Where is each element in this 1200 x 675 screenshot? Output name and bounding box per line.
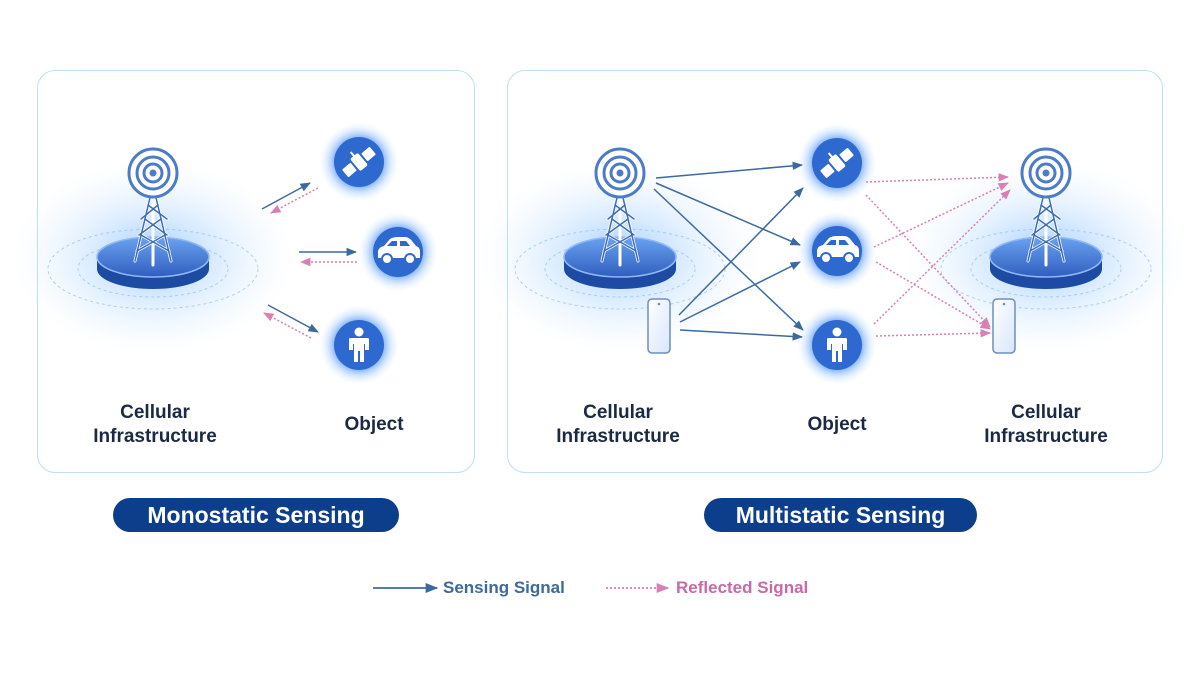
- reflected-arrow: [875, 329, 992, 338]
- sensing-arrow: [267, 304, 319, 333]
- multistatic-object-label: Object: [807, 414, 867, 435]
- multistatic-sensing-title: Multistatic Sensing: [704, 498, 977, 532]
- cell-tower-icon: [11, 147, 295, 354]
- monostatic-infrastructure-label: Cellular Infrastructure: [55, 401, 255, 449]
- sensing-arrow: [261, 182, 311, 210]
- label-line: Cellular: [1011, 402, 1081, 423]
- sensing-arrow: [653, 188, 804, 331]
- person-icon: [319, 305, 399, 385]
- sensing-arrow: [655, 182, 801, 246]
- person-icon: [797, 305, 877, 385]
- multistatic-reflected-arrows: [865, 173, 1011, 338]
- satellite-icon: [797, 123, 877, 203]
- monostatic-sensing-title: Monostatic Sensing: [113, 498, 399, 532]
- reflected-arrow: [270, 187, 319, 214]
- legend-sensing-label: Sensing Signal: [443, 578, 565, 597]
- satellite-icon: [319, 122, 399, 202]
- sensing-arrow: [679, 329, 804, 341]
- car-icon: [358, 212, 438, 292]
- car-icon: [797, 211, 877, 291]
- legend-reflected-label: Reflected Signal: [676, 578, 809, 597]
- smartphone-icon: [647, 298, 671, 354]
- multistatic-sensing-arrows: [653, 161, 804, 341]
- sensing-arrow: [655, 161, 804, 179]
- label-line: Infrastructure: [984, 426, 1108, 447]
- sensing-arrow: [678, 187, 804, 316]
- label-line: Infrastructure: [93, 426, 217, 447]
- label-line: Infrastructure: [556, 426, 680, 447]
- multistatic-tx-infrastructure-label: Cellular Infrastructure: [518, 401, 718, 449]
- reflected-arrow: [263, 312, 312, 339]
- label-line: Cellular: [583, 402, 653, 423]
- monostatic-arrows: [261, 182, 358, 339]
- reflected-arrow: [873, 182, 1009, 248]
- monostatic-object-label: Object: [344, 414, 404, 435]
- label-line: Cellular: [120, 402, 190, 423]
- smartphone-icon: [992, 298, 1016, 354]
- multistatic-rx-infrastructure-label: Cellular Infrastructure: [946, 401, 1146, 449]
- sensing-arrow: [679, 261, 801, 323]
